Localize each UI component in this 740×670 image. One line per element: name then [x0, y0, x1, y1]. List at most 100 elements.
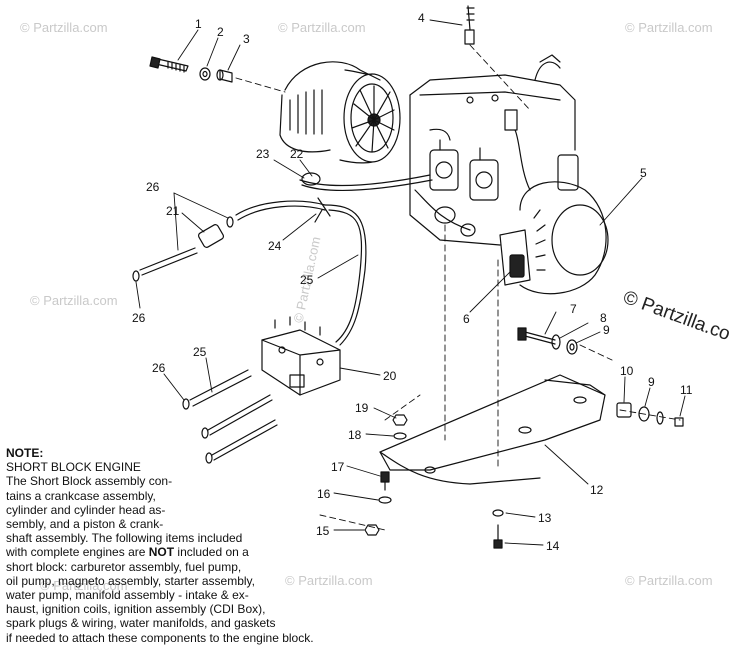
- bolt-washer-bushing-group: [149, 56, 233, 83]
- washer-16-alignment-line: [319, 514, 386, 531]
- leader-14: [504, 542, 544, 546]
- fuel-pump-screw: [316, 358, 324, 366]
- fuel-pump-screw: [278, 346, 286, 354]
- spark-plug-4-hex: [464, 29, 475, 45]
- bolt-7-head: [517, 327, 527, 341]
- watermark-large: © Partzilla.co: [620, 287, 733, 345]
- hose-lower: [211, 419, 278, 461]
- note-line: tains a crankcase assembly,: [6, 488, 156, 503]
- watermark: © Partzilla.com: [625, 20, 713, 35]
- leader-25b: [205, 357, 213, 393]
- callout-11: 11: [680, 383, 693, 397]
- crankcase-contour: [414, 189, 471, 231]
- note-line: short block: carburetor assembly, fuel p…: [6, 559, 242, 574]
- line-clamp-26: [132, 270, 140, 282]
- callout-15: 15: [316, 524, 330, 538]
- note-line: haust, ignition coils, ignition assembly…: [6, 602, 266, 617]
- mount-plate-hole: [518, 426, 532, 434]
- carburetor-throat: [475, 171, 493, 189]
- callout-4: 4: [418, 11, 425, 25]
- fuel-pump-20: [261, 316, 341, 396]
- leader-lines: [135, 19, 686, 546]
- throttle-cable-22: [299, 174, 431, 187]
- bolt-7-alignment-line: [579, 344, 613, 361]
- short-block-note: NOTE: SHORT BLOCK ENGINE The Short Block…: [6, 446, 396, 645]
- drive-clutch: [279, 61, 401, 164]
- hose-lower: [207, 394, 273, 436]
- fuel-line-25-upper-outline: [237, 205, 326, 221]
- magneto-housing: [464, 5, 609, 295]
- callout-5: 5: [640, 166, 647, 180]
- clutch-cover-top: [284, 61, 381, 91]
- watermark: © Partzilla.com: [20, 20, 108, 35]
- watermark: © Partzilla.com: [625, 573, 713, 588]
- watermark: © Partzilla.com: [40, 578, 128, 593]
- leader-3: [227, 44, 241, 71]
- cable-group: [299, 172, 433, 192]
- note-line: spark plugs & wiring, water manifolds, a…: [6, 616, 276, 631]
- leader-13: [505, 512, 536, 518]
- wire-harness: [514, 129, 531, 191]
- leader-26a: [173, 192, 229, 219]
- fastener-group: [364, 327, 684, 549]
- washer-8: [551, 334, 561, 350]
- mount-plate-flange: [544, 379, 606, 396]
- note-line: SHORT BLOCK ENGINE: [6, 460, 141, 475]
- fuel-line-group: [132, 197, 367, 346]
- leader-6: [469, 271, 511, 313]
- carburetor-throat: [435, 161, 453, 179]
- note-line: shaft assembly. The following items incl…: [6, 531, 243, 546]
- carb-linkage: [439, 139, 481, 161]
- bushing-3: [219, 69, 233, 83]
- note-line: if needed to attach these components to …: [6, 630, 314, 645]
- fuel-pump-base: [289, 374, 305, 388]
- mount-plate-lower-edge: [379, 451, 541, 485]
- hose-25-lower: [189, 369, 252, 407]
- leader-4: [429, 19, 463, 26]
- fuel-line-25-upper: [235, 200, 326, 216]
- head-bolt: [491, 94, 499, 102]
- leader-22: [299, 159, 313, 177]
- crankcase-boss: [434, 206, 456, 224]
- callout-3: 3: [243, 32, 250, 46]
- leader-5: [599, 177, 643, 226]
- leader-18: [365, 433, 394, 437]
- nut-15: [364, 524, 380, 536]
- line-clamp-26: [226, 216, 234, 228]
- callout-12: 12: [590, 483, 604, 497]
- fuel-line-25-vertical: [324, 204, 367, 346]
- callout-1: 1: [195, 17, 202, 31]
- bushing-3-end: [216, 69, 224, 81]
- cooling-fins: [533, 209, 546, 271]
- note-title: NOTE:: [6, 446, 44, 460]
- leader-16: [333, 492, 379, 501]
- callout-9a: 9: [603, 323, 610, 337]
- watermark: © Partzilla.com: [30, 293, 118, 308]
- leader-11: [679, 395, 686, 417]
- hose-clamp: [201, 427, 209, 439]
- fuel-pump-nipples: [274, 316, 321, 336]
- bushing-9b: [638, 406, 650, 422]
- leader-24: [282, 213, 317, 241]
- note-line: sembly, and a piston & crank-: [6, 517, 164, 532]
- callout-25b: 25: [193, 345, 207, 359]
- callout-17: 17: [331, 460, 345, 474]
- mount-plate-hole: [424, 466, 436, 474]
- callout-23: 23: [256, 147, 270, 161]
- hose-clamp: [205, 452, 213, 464]
- note-line-part: with complete engines are: [6, 545, 149, 560]
- callout-6: 6: [463, 312, 470, 326]
- bolt-11-alignment-line: [619, 409, 681, 421]
- head-bolt: [466, 96, 474, 104]
- clutch-bolt-alignment-line: [235, 77, 286, 93]
- clutch-rim-bottom: [339, 159, 373, 164]
- fuel-pump: [504, 109, 518, 131]
- note-line-part: included on a: [174, 545, 249, 560]
- spark-plug-wire: [534, 61, 561, 81]
- watermark: © Partzilla.com: [278, 20, 366, 35]
- clutch-rim-top: [344, 69, 373, 76]
- callout-labels: 1 2 3 4 5 6 7 8 9 10 9 11 12 13 14 15 16…: [132, 11, 693, 553]
- leader-26a-second: [173, 192, 179, 251]
- leader-1: [177, 29, 199, 61]
